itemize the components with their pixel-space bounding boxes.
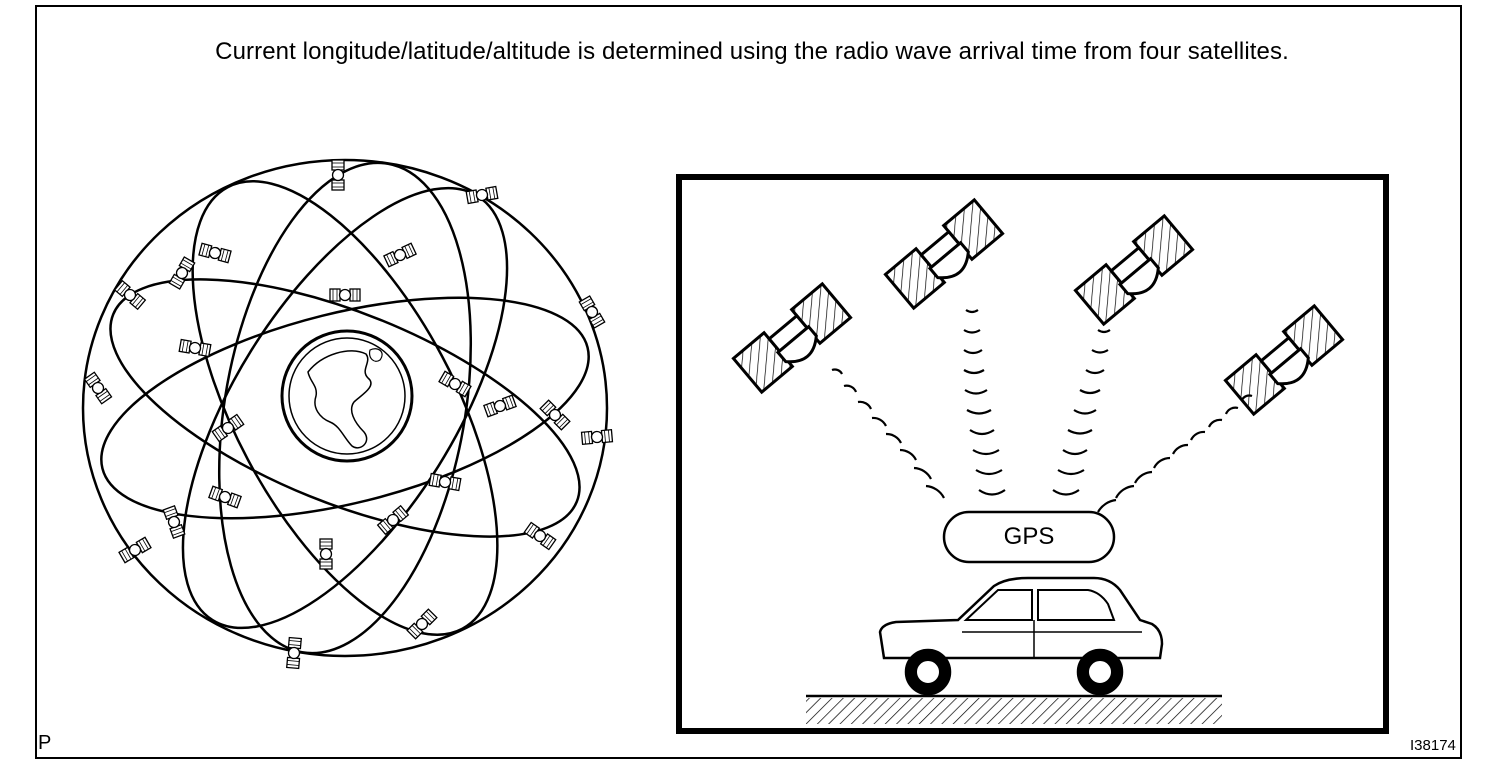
radio-wave	[1079, 389, 1101, 395]
figure-id: I38174	[1410, 737, 1456, 754]
radio-wave	[1062, 449, 1088, 456]
satellite-icon	[162, 505, 186, 539]
orbit-ring	[217, 161, 473, 655]
radio-wave	[885, 432, 902, 444]
radio-wave	[913, 466, 932, 480]
radio-wave	[1057, 469, 1085, 476]
radio-wave	[1073, 409, 1097, 415]
radio-wave	[857, 400, 873, 410]
radio-wave	[1241, 394, 1253, 401]
radio-wave	[831, 368, 843, 375]
satellite-icon	[580, 429, 614, 445]
orbit-ring	[100, 296, 590, 520]
orbit-ring	[191, 180, 499, 636]
satellite-icon	[578, 295, 606, 329]
earth-globe-icon	[280, 329, 414, 463]
satellite-icon	[208, 485, 242, 509]
gps-reception-panel: GPS	[676, 174, 1389, 734]
satellite-icon	[168, 256, 196, 290]
radio-wave	[1190, 430, 1206, 441]
radio-wave	[972, 449, 1000, 456]
radio-wave	[964, 389, 988, 395]
radio-wave	[1052, 489, 1080, 496]
figure-caption: Current longitude/latitude/altitude is d…	[215, 38, 1289, 65]
radio-wave	[978, 489, 1006, 496]
radio-wave	[1207, 418, 1223, 428]
satellite-icon	[178, 338, 212, 358]
radio-wave	[1172, 443, 1189, 455]
gps-receiver-label: GPS	[1003, 523, 1055, 550]
orbit-ring	[109, 278, 581, 538]
figure-frame	[35, 5, 1462, 759]
radio-wave	[975, 469, 1003, 476]
satellite-icon	[883, 198, 1006, 312]
satellite-icon	[428, 472, 462, 492]
satellite-constellation-icon	[81, 158, 614, 670]
radio-wave	[899, 448, 917, 461]
satellite-icon	[483, 394, 517, 418]
gps-scene	[731, 198, 1346, 724]
radio-wave	[966, 409, 992, 415]
satellite-icon	[329, 288, 361, 302]
radio-wave	[925, 484, 945, 499]
satellite-icon	[198, 242, 232, 264]
corner-code: P	[38, 732, 52, 754]
radio-wave	[963, 369, 985, 375]
radio-wave	[1153, 456, 1171, 469]
radio-wave	[1224, 406, 1239, 415]
radio-wave	[871, 416, 887, 427]
radio-wave	[1085, 369, 1105, 375]
satellite-icon	[438, 370, 472, 398]
satellite-icon	[731, 282, 854, 396]
radio-wave	[963, 329, 981, 334]
radio-wave	[1097, 498, 1117, 513]
ground-hatch-icon	[806, 694, 1222, 724]
satellite-icon	[1073, 214, 1196, 328]
radio-wave	[965, 309, 979, 314]
radio-wave	[1097, 329, 1111, 334]
satellite-icon	[286, 636, 302, 670]
orbit-ring	[81, 158, 609, 658]
radio-wave-group	[831, 309, 1253, 513]
satellite-icon	[319, 538, 333, 570]
satellite-icon	[83, 371, 113, 405]
radio-wave	[1134, 470, 1153, 484]
satellite-icon	[465, 185, 499, 205]
radio-wave	[843, 384, 858, 393]
radio-wave	[1067, 429, 1093, 435]
car-icon	[878, 576, 1164, 696]
radio-wave	[1115, 484, 1135, 499]
satellite-icon	[331, 159, 345, 191]
radio-wave	[963, 349, 983, 355]
satellite-icon	[383, 242, 417, 268]
gps-receiver-icon	[942, 510, 1116, 564]
radio-wave	[969, 429, 995, 436]
radio-wave	[1091, 349, 1109, 354]
